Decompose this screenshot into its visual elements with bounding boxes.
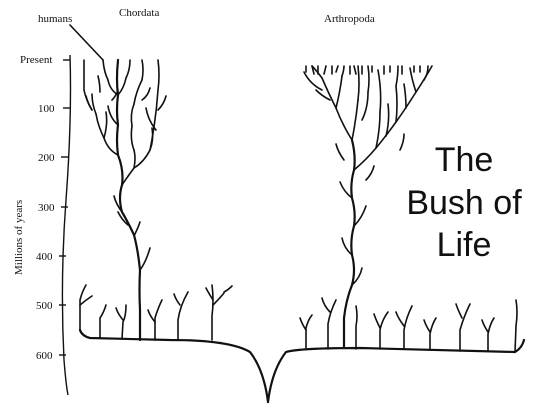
axis-tick-500: 500 [36,300,66,312]
axis-tick-100: 100 [38,103,70,115]
label-chordata: Chordata [119,7,159,19]
caption-line-2: Bush of [406,184,522,222]
axis-title: Millions of years [13,200,25,275]
axis-tick-200: 200 [38,152,68,164]
label-humans: humans [38,13,72,25]
caption: The Bush of Life [406,141,522,264]
time-axis: Millions of years Present 100 200 300 40… [13,54,71,395]
axis-tick-present: Present [20,54,70,66]
svg-text:500: 500 [36,300,53,312]
chordata-lineage [84,60,166,340]
root-branch [80,330,524,402]
chordata-basal-twigs [80,285,232,340]
svg-text:100: 100 [38,103,55,115]
caption-line-1: The [435,141,494,179]
caption-line-3: Life [437,226,492,264]
label-arthropoda: Arthropoda [324,13,375,25]
arthropoda-basal-twigs [300,298,517,352]
svg-text:400: 400 [36,251,53,263]
svg-text:300: 300 [38,202,55,214]
axis-tick-600: 600 [36,350,66,362]
svg-text:600: 600 [36,350,53,362]
axis-tick-400: 400 [36,251,66,263]
svg-text:200: 200 [38,152,55,164]
humans-pointer-line [70,25,103,60]
axis-tick-300: 300 [38,202,68,214]
svg-text:Present: Present [20,54,52,66]
